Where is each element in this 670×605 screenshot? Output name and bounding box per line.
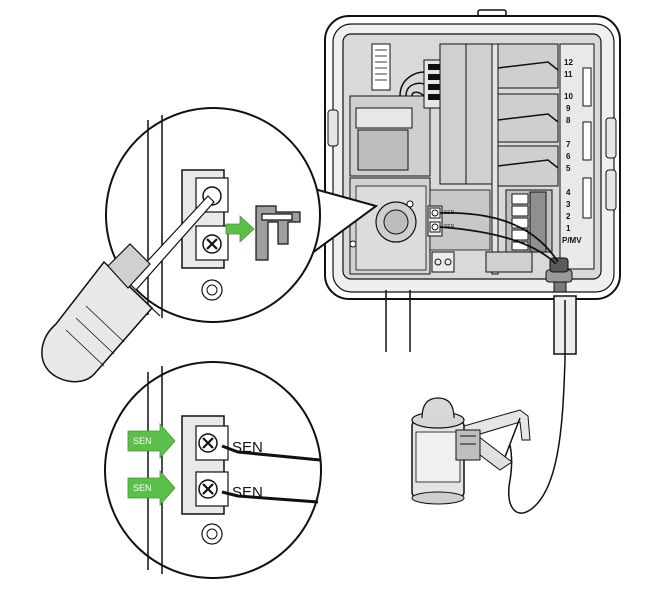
terminal-label-sen-2: SEN (232, 484, 263, 501)
sensor-cable (508, 300, 566, 514)
callout-connect-sensor: SEN SEN SEN SEN (104, 361, 322, 579)
station-label-2: 2 (566, 212, 571, 221)
arrow-right-icon (225, 215, 255, 243)
screw-icon (198, 479, 218, 499)
screw-icon (202, 234, 222, 254)
station-label-10: 10 (564, 92, 573, 101)
station-label-6: 6 (566, 152, 571, 161)
screw-icon (198, 433, 218, 453)
station-label-12: 12 (564, 58, 573, 67)
station-label-4: 4 (566, 188, 571, 197)
station-number-labels: 12 11 10 9 8 7 6 5 4 3 2 1 P/MV (562, 58, 582, 245)
controller-lower-bay (349, 177, 491, 275)
rain-sensor-icon (411, 397, 531, 505)
station-label-8: 8 (566, 116, 571, 125)
screwdriver-icon (41, 195, 215, 383)
controller-sensor-wires (439, 212, 559, 265)
controller-interior (349, 43, 595, 275)
station-label-11: 11 (564, 70, 573, 79)
station-label-5: 5 (566, 164, 571, 173)
controller-sen-terminal: SEN SEN (427, 205, 455, 273)
sen-arrow-tag-2: SEN (127, 469, 176, 507)
sen-arrow-tag-1: SEN (127, 422, 176, 460)
jumper-clip-icon (255, 205, 301, 261)
station-label-pmv: P/MV (562, 236, 582, 245)
sen-tag-label-2: SEN (133, 483, 152, 493)
station-label-3: 3 (566, 200, 571, 209)
station-label-9: 9 (566, 104, 571, 113)
station-label-1: 1 (566, 224, 571, 233)
cable-grommet (545, 257, 573, 293)
station-label-7: 7 (566, 140, 571, 149)
terminal-label-sen-1: SEN (232, 439, 263, 456)
sen-tag-label-1: SEN (133, 436, 152, 446)
callout-remove-jumper (41, 107, 379, 383)
